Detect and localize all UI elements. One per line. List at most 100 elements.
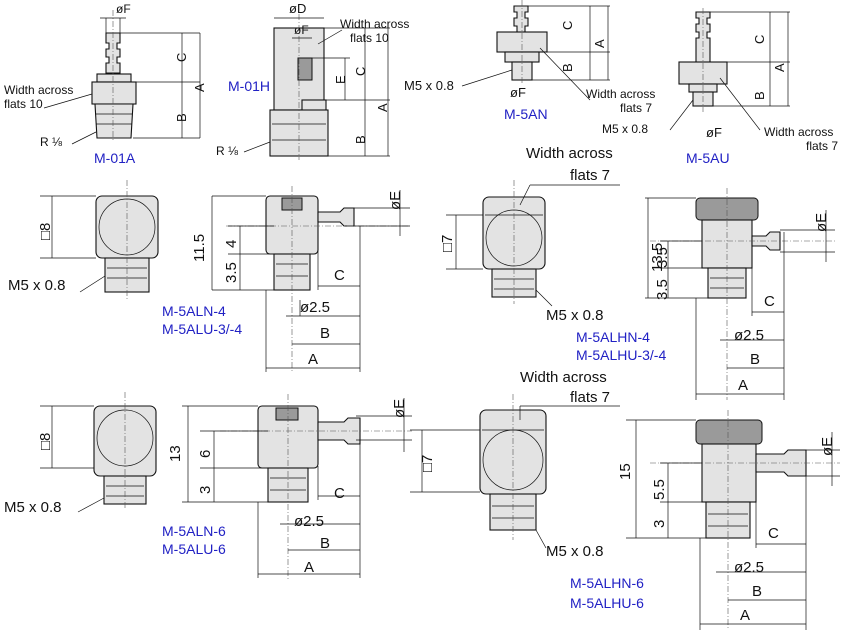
m5aln6-dim-oe: øE	[391, 399, 408, 418]
m5alhn4-model-label: M-5ALHN-4	[576, 329, 650, 345]
m5aln6-dim-c: C	[334, 485, 345, 502]
m5alhn4-dim-3-5a: 3.5	[654, 247, 671, 268]
m5aln4-sq8: □8	[37, 223, 54, 240]
m5aln4-dim-o25: ø2.5	[300, 299, 330, 316]
m5aln6-model-label: M-5ALN-6	[162, 523, 226, 539]
m01a-of-label: øF	[116, 2, 131, 16]
m5aln6-dim-3: 3	[197, 486, 214, 494]
m5aln6-dim-b: B	[320, 535, 330, 552]
m5alhn6-dim-b: B	[752, 583, 762, 600]
m01h-flats-10: flats 10	[350, 31, 389, 45]
m01h-dim-c: C	[353, 67, 368, 76]
m5alhn4-dim-3-5b: 3.5	[654, 279, 671, 300]
m5alhn6-dim-5-5: 5.5	[651, 479, 668, 500]
m5aln4-model-label: M-5ALN-4	[162, 303, 226, 319]
m5au-width-across: Width across	[764, 125, 833, 139]
m5alhn4-section-view	[645, 188, 835, 400]
m5alhn6-side-view	[410, 394, 620, 549]
m5aln4-dim-c: C	[334, 267, 345, 284]
m5aln6-side-view	[40, 392, 157, 513]
m01a-r18: R ⅛	[40, 135, 63, 149]
m5au-of-label: øF	[706, 125, 722, 140]
m01h-dim-a: A	[375, 103, 390, 112]
m5alhn6-sq7: □7	[419, 455, 436, 472]
m5alhn4-dim-a: A	[738, 377, 748, 394]
m5an-flats-7: flats 7	[620, 101, 652, 115]
m5an-dim-b: B	[560, 63, 575, 72]
m5aln4-dim-a: A	[308, 351, 318, 368]
m5aln4-dim-b: B	[320, 325, 330, 342]
m5alhn6-model-label: M-5ALHN-6	[570, 575, 644, 591]
m01h-od-label: øD	[289, 1, 306, 16]
m5aln6-dim-13: 13	[167, 445, 184, 462]
m5aln4-dim-4: 4	[223, 240, 240, 248]
m5alhn6-section-view	[626, 410, 840, 630]
m01h-model-label: M-01H	[228, 78, 270, 94]
m5aln6-section-view	[182, 394, 412, 580]
m5alhn6-dim-15: 15	[617, 463, 634, 480]
m5alhn4-side-view	[446, 180, 620, 307]
m5an-width-across: Width across	[586, 87, 655, 101]
m01h-dim-e: E	[333, 75, 348, 84]
m5alhn6-m5: M5 x 0.8	[546, 543, 604, 560]
m5au-fitting	[669, 8, 790, 131]
m01h-fitting	[243, 14, 390, 160]
m5alhn4-dim-b: B	[750, 351, 760, 368]
m5aln4-dim-11-5: 11.5	[191, 234, 208, 262]
m5alu6-model-label: M-5ALU-6	[162, 541, 226, 557]
m5alhn4-width-across: Width across	[526, 145, 613, 162]
m5alhn6-dim-oe: øE	[819, 437, 836, 456]
m5aln4-dim-oe: øE	[387, 191, 404, 210]
m01a-dim-c: C	[174, 53, 189, 62]
m5aln4-dim-3-5: 3.5	[223, 262, 240, 283]
m5au-flats-7: flats 7	[806, 139, 838, 153]
m5alu34-model-label: M-5ALU-3/-4	[162, 321, 242, 337]
m01a-flats-10: flats 10	[4, 97, 43, 111]
m5alhn6-flats-7: flats 7	[570, 389, 610, 406]
m5aln6-dim-o25: ø2.5	[294, 513, 324, 530]
m5alhn4-dim-o25: ø2.5	[734, 327, 764, 344]
m5alhn6-dim-3: 3	[651, 520, 668, 528]
m5aln6-sq8: □8	[37, 433, 54, 450]
m01h-width-across: Width across	[340, 17, 409, 31]
m5au-model-label: M-5AU	[686, 150, 730, 166]
m5an-fitting	[461, 0, 610, 101]
m5aln4-section-view	[211, 186, 410, 372]
m01h-r18: R ⅛	[216, 144, 239, 158]
m5au-m5: M5 x 0.8	[602, 122, 648, 136]
m5alhn4-dim-c: C	[764, 293, 775, 310]
m5alhn6-dim-c: C	[768, 525, 779, 542]
m5alhn4-m5: M5 x 0.8	[546, 307, 604, 324]
m5aln6-m5: M5 x 0.8	[4, 499, 62, 516]
m5alhn6-dim-o25: ø2.5	[734, 559, 764, 576]
m5an-of-label: øF	[510, 85, 526, 100]
m5au-dim-a: A	[772, 63, 787, 72]
m5aln4-side-view	[40, 180, 159, 300]
m5an-dim-a: A	[592, 39, 607, 48]
m5au-dim-c: C	[752, 35, 767, 44]
m01a-dim-a: A	[192, 83, 207, 92]
m5aln6-dim-a: A	[304, 559, 314, 576]
m01a-width-across: Width across	[4, 83, 73, 97]
m5alhn6-dim-a: A	[740, 607, 750, 624]
m5aln4-m5: M5 x 0.8	[8, 277, 66, 294]
m5an-model-label: M-5AN	[504, 106, 548, 122]
m5alhn6-width-across: Width across	[520, 369, 607, 386]
m5alhu34-model-label: M-5ALHU-3/-4	[576, 347, 666, 363]
m01h-of-label: øF	[294, 23, 309, 37]
m5alhn4-sq7: □7	[439, 235, 456, 252]
m01a-fitting	[43, 10, 201, 145]
m01a-dim-b: B	[174, 113, 189, 122]
m5alhn4-flats-7: flats 7	[570, 167, 610, 184]
m5au-dim-b: B	[752, 91, 767, 100]
m5alhn4-dim-13-5: 13.5	[649, 243, 666, 272]
m5alhn4-dim-oe: øE	[813, 213, 830, 232]
m01h-dim-b: B	[353, 135, 368, 144]
m5aln6-dim-6: 6	[197, 450, 214, 458]
m5an-dim-c: C	[560, 21, 575, 30]
m5an-m5: M5 x 0.8	[404, 78, 454, 93]
m5alhu6-model-label: M-5ALHU-6	[570, 595, 644, 611]
m01a-model-label: M-01A	[94, 150, 136, 166]
